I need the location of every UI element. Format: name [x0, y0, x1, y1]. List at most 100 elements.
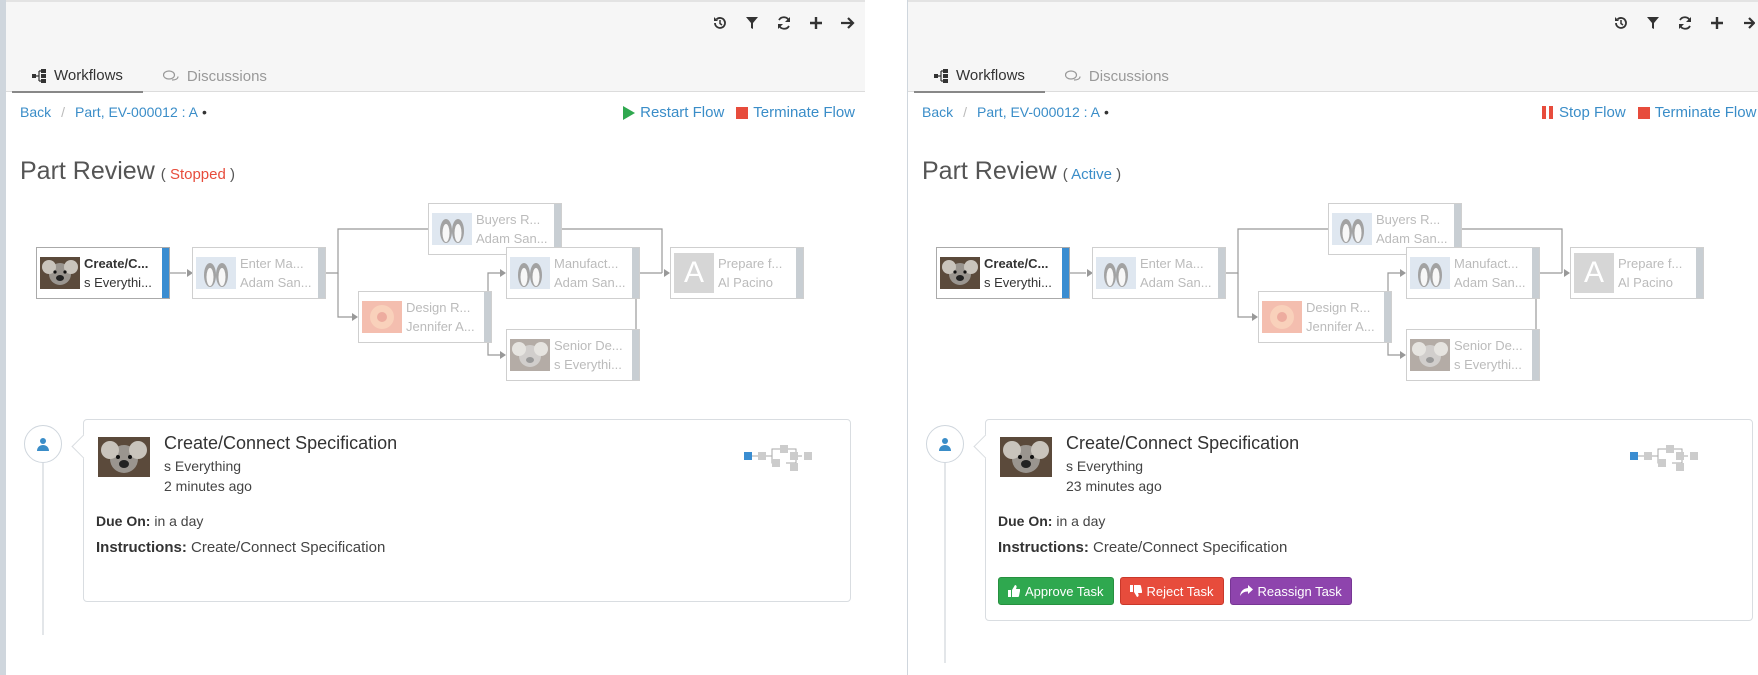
- node-manufacturing-review[interactable]: Manufact...Adam San...: [1406, 247, 1540, 299]
- thumbs-down-icon: [1129, 585, 1142, 597]
- node-design-review[interactable]: Design R...Jennifer A...: [1258, 291, 1392, 343]
- restart-flow-label: Restart Flow: [640, 104, 725, 121]
- tab-discussions[interactable]: Discussions: [143, 60, 287, 93]
- node-title: Manufact...: [554, 256, 619, 271]
- node-senior-design[interactable]: Senior De...s Everythi...: [1406, 329, 1540, 381]
- terminate-flow-label: Terminate Flow: [1654, 104, 1757, 121]
- node-status-bar: [162, 248, 169, 298]
- filter-icon[interactable]: [743, 14, 761, 32]
- node-create-connect[interactable]: Create/C...s Everythi...: [936, 247, 1070, 299]
- arrow-right-icon[interactable]: [1740, 14, 1758, 32]
- task-instructions: Instructions: Create/Connect Specificati…: [96, 539, 385, 556]
- approve-task-button[interactable]: Approve Task: [998, 577, 1114, 605]
- node-assignee: Al Pacino: [718, 275, 773, 290]
- instructions-label: Instructions:: [998, 539, 1089, 556]
- task-timestamp: 2 minutes ago: [164, 478, 252, 494]
- node-design-review[interactable]: Design R...Jennifer A...: [358, 291, 492, 343]
- tab-workflows[interactable]: Workflows: [12, 60, 143, 93]
- instructions-value: Create/Connect Specification: [1093, 539, 1288, 556]
- due-value: in a day: [154, 513, 204, 529]
- task-user: s Everything: [1066, 458, 1144, 474]
- terminate-flow-button[interactable]: Terminate Flow: [1637, 104, 1757, 121]
- play-icon: [623, 105, 636, 120]
- task-title: Create/Connect Specification: [1066, 433, 1300, 453]
- page-title: Part Review: [922, 157, 1057, 185]
- node-enter-material[interactable]: Enter Ma...Adam San...: [192, 247, 326, 299]
- breadcrumb-separator: /: [963, 104, 968, 120]
- node-buyers-review[interactable]: Buyers R...Adam San...: [1328, 203, 1462, 255]
- reject-task-label: Reject Task: [1146, 583, 1214, 599]
- status-text: Active: [1071, 166, 1112, 183]
- node-status-bar: [1062, 248, 1069, 298]
- share-icon: [1239, 585, 1253, 596]
- node-title: Prepare f...: [718, 256, 783, 271]
- flower-avatar-icon: [1262, 301, 1302, 333]
- node-status-bar: [484, 292, 491, 342]
- panel-bottom-edge: [6, 648, 865, 675]
- node-assignee: Jennifer A...: [1306, 319, 1375, 334]
- node-manufacturing-review[interactable]: Manufact... Adam San...: [506, 247, 640, 299]
- status-paren-close: ): [1116, 166, 1122, 183]
- penguins-avatar-icon: [1096, 257, 1136, 289]
- history-icon[interactable]: [1612, 14, 1630, 32]
- filter-icon[interactable]: [1644, 14, 1662, 32]
- refresh-icon[interactable]: [775, 14, 793, 32]
- history-icon[interactable]: [711, 14, 729, 32]
- node-status-bar: [1218, 248, 1225, 298]
- breadcrumb-part-link[interactable]: Part, EV-000012 : A: [977, 104, 1100, 120]
- approve-task-label: Approve Task: [1025, 583, 1104, 599]
- terminate-flow-button[interactable]: Terminate Flow: [736, 104, 855, 121]
- node-status-bar: [554, 204, 561, 254]
- node-buyers-review[interactable]: Buyers R...Adam San...: [428, 203, 562, 255]
- status-text: Stopped: [169, 166, 226, 183]
- breadcrumb-back-link[interactable]: Back: [20, 104, 52, 120]
- tab-discussions-label: Discussions: [1088, 68, 1169, 85]
- node-status-bar: [632, 248, 639, 298]
- node-assignee: Adam San...: [554, 275, 626, 290]
- pause-icon: [1542, 106, 1553, 119]
- node-create-connect[interactable]: Create/C...s Everythi...: [36, 247, 170, 299]
- flow-actions: Restart Flow Terminate Flow: [623, 104, 855, 121]
- tab-workflows[interactable]: Workflows: [914, 60, 1045, 93]
- mini-workflow-map-icon[interactable]: [1630, 442, 1702, 474]
- node-enter-material[interactable]: Enter Ma...Adam San...: [1092, 247, 1226, 299]
- node-assignee: Adam San...: [476, 231, 548, 246]
- breadcrumb-back-link[interactable]: Back: [922, 104, 954, 120]
- workflow-panel-active: Workflows Discussions Back / Part, EV-00…: [907, 0, 1758, 675]
- node-prepare[interactable]: A Prepare f...Al Pacino: [1570, 247, 1704, 299]
- stop-flow-label: Stop Flow: [1559, 104, 1626, 121]
- stop-flow-button[interactable]: Stop Flow: [1542, 104, 1626, 121]
- restart-flow-button[interactable]: Restart Flow: [623, 104, 724, 121]
- breadcrumb-part-link[interactable]: Part, EV-000012 : A: [75, 104, 198, 120]
- penguins-avatar-icon: [432, 213, 472, 245]
- task-due: Due On: in a day: [998, 513, 1105, 529]
- node-senior-design[interactable]: Senior De...s Everythi...: [506, 329, 640, 381]
- node-title: Senior De...: [554, 338, 623, 353]
- koala-avatar-icon: [98, 437, 150, 477]
- terminate-flow-label: Terminate Flow: [753, 104, 855, 121]
- status-badge: ( Active ): [1063, 166, 1121, 183]
- task-user: s Everything: [164, 458, 242, 474]
- user-icon: [24, 425, 62, 463]
- header-bar: Workflows Discussions: [908, 0, 1758, 93]
- status-paren-open: (: [160, 166, 166, 183]
- tab-discussions[interactable]: Discussions: [1045, 60, 1189, 93]
- plus-icon[interactable]: [1708, 14, 1726, 32]
- plus-icon[interactable]: [807, 14, 825, 32]
- node-assignee: Adam San...: [1140, 275, 1212, 290]
- task-card: Create/Connect Specification s Everythin…: [83, 419, 851, 602]
- flower-avatar-icon: [362, 301, 402, 333]
- timeline: [926, 425, 966, 663]
- reassign-task-button[interactable]: Reassign Task: [1229, 577, 1352, 605]
- node-status-bar: [632, 330, 639, 380]
- refresh-icon[interactable]: [1676, 14, 1694, 32]
- tab-workflows-label: Workflows: [54, 67, 123, 84]
- arrow-right-icon[interactable]: [839, 14, 857, 32]
- mini-workflow-map-icon[interactable]: [744, 442, 816, 474]
- thumbs-up-icon: [1008, 585, 1020, 597]
- reject-task-button[interactable]: Reject Task: [1119, 577, 1224, 605]
- node-prepare[interactable]: A Prepare f...Al Pacino: [670, 247, 804, 299]
- initial-avatar: A: [1574, 253, 1614, 293]
- koala-avatar-icon: [1410, 339, 1450, 371]
- koala-avatar-icon: [510, 339, 550, 371]
